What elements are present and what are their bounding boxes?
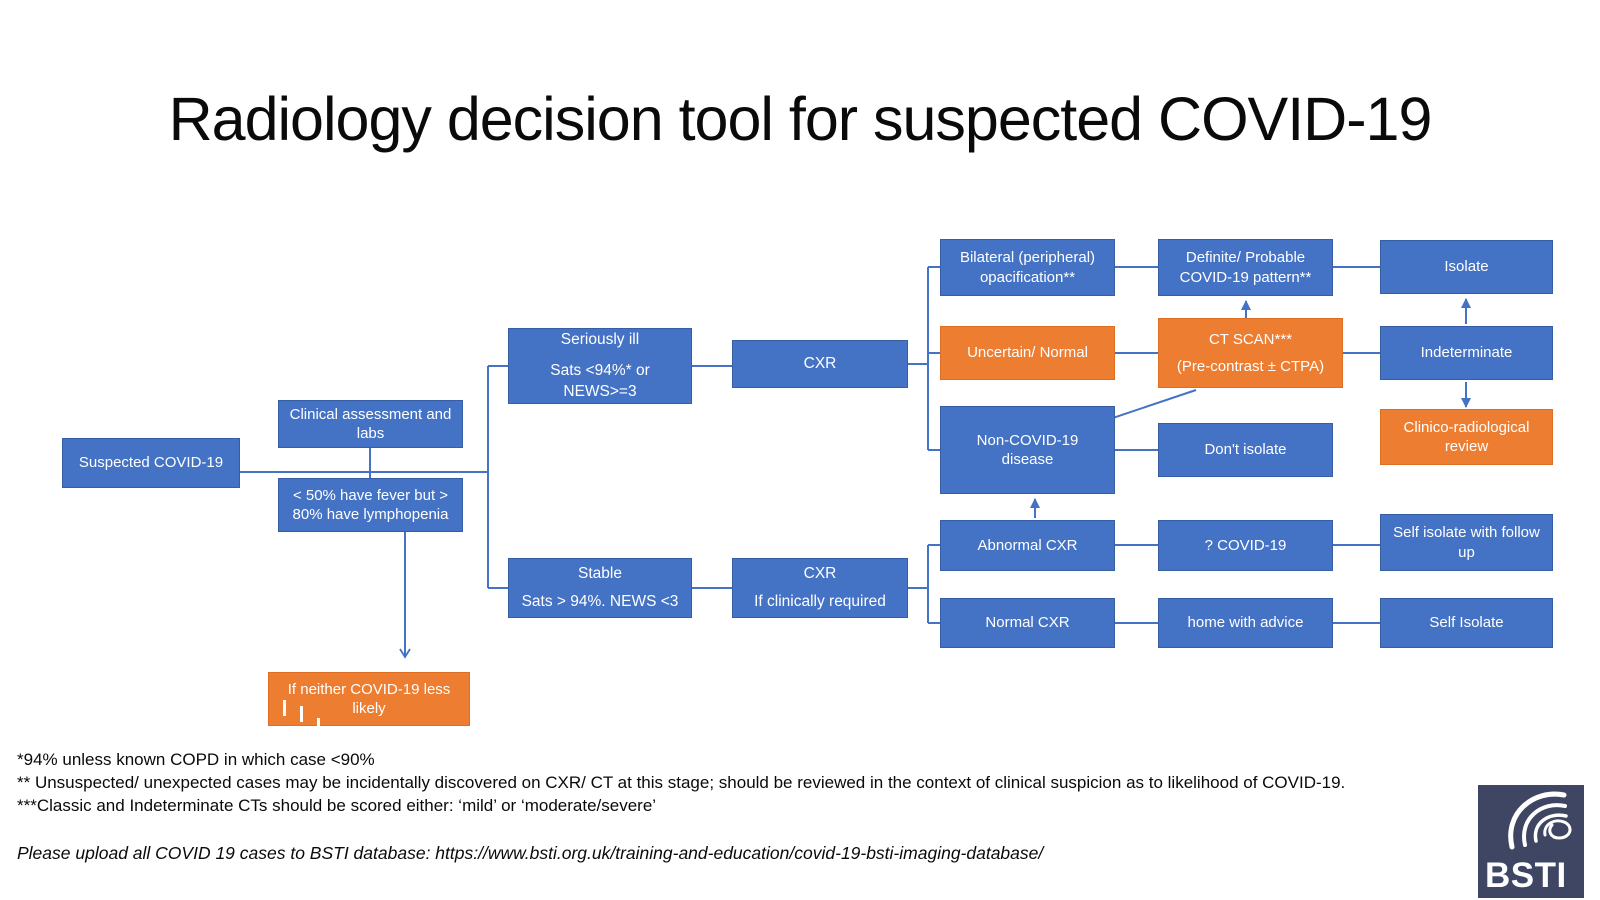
bsti-swirl-icon [1508, 791, 1572, 850]
node-non-covid-disease: Non-COVID-19 disease [940, 406, 1115, 494]
footnote-2: ** Unsuspected/ unexpected cases may be … [17, 773, 1346, 792]
node-normal-cxr: Normal CXR [940, 598, 1115, 648]
node-clinico-radiological-review: Clinico-radiological review [1380, 409, 1553, 465]
node-self-isolate: Self Isolate [1380, 598, 1553, 648]
node-line: CT SCAN*** [1208, 331, 1293, 348]
node-ct-scan: CT SCAN*** (Pre-contrast ± CTPA) [1158, 318, 1343, 388]
node-bilateral-opacification: Bilateral (peripheral) opacification** [940, 239, 1115, 296]
node-query-covid19: ? COVID-19 [1158, 520, 1333, 571]
text-cursor-artifact [317, 718, 320, 730]
bsti-logo-text: BSTI [1485, 856, 1567, 895]
node-line: Sats > 94%. NEWS <3 [521, 592, 679, 610]
footnote-1: *94% unless known COPD in which case <90… [17, 750, 375, 769]
node-stable: Stable Sats > 94%. NEWS <3 [508, 558, 692, 618]
node-fever-lymphopenia: < 50% have fever but > 80% have lymphope… [278, 478, 463, 532]
node-cxr-if-required: CXR If clinically required [732, 558, 908, 618]
node-self-isolate-follow-up: Self isolate with follow up [1380, 514, 1553, 571]
node-line: If clinically required [754, 592, 886, 610]
node-seriously-ill: Seriously ill Sats <94%* or NEWS>=3 [508, 328, 692, 404]
node-definite-probable-pattern: Definite/ Probable COVID-19 pattern** [1158, 239, 1333, 296]
text-cursor-artifact [283, 700, 286, 716]
node-line: CXR [803, 565, 837, 583]
node-isolate: Isolate [1380, 240, 1553, 294]
node-line: Seriously ill [560, 331, 640, 349]
node-clinical-assessment: Clinical assessment and labs [278, 400, 463, 448]
node-indeterminate: Indeterminate [1380, 326, 1553, 380]
node-abnormal-cxr: Abnormal CXR [940, 520, 1115, 571]
node-if-neither-covid19: If neither COVID-19 less likely [268, 672, 470, 726]
node-uncertain-normal: Uncertain/ Normal [940, 326, 1115, 380]
node-dont-isolate: Don't isolate [1158, 423, 1333, 477]
node-line: Stable [578, 565, 622, 583]
node-line: COVID-19 pattern** [1179, 268, 1312, 286]
page-title: Radiology decision tool for suspected CO… [168, 85, 1433, 153]
footnote-3: ***Classic and Indeterminate CTs should … [17, 796, 657, 815]
text-cursor-artifact [300, 706, 303, 722]
bsti-logo: BSTI [1478, 785, 1584, 898]
node-suspected-covid19: Suspected COVID-19 [62, 438, 240, 488]
node-line: Definite/ Probable [1185, 249, 1306, 266]
node-home-with-advice: home with advice [1158, 598, 1333, 648]
node-cxr: CXR [732, 340, 908, 388]
node-line: Sats <94%* or NEWS>=3 [550, 362, 650, 400]
upload-note: Please upload all COVID 19 cases to BSTI… [17, 843, 1044, 863]
node-line: (Pre-contrast ± CTPA) [1176, 357, 1325, 375]
